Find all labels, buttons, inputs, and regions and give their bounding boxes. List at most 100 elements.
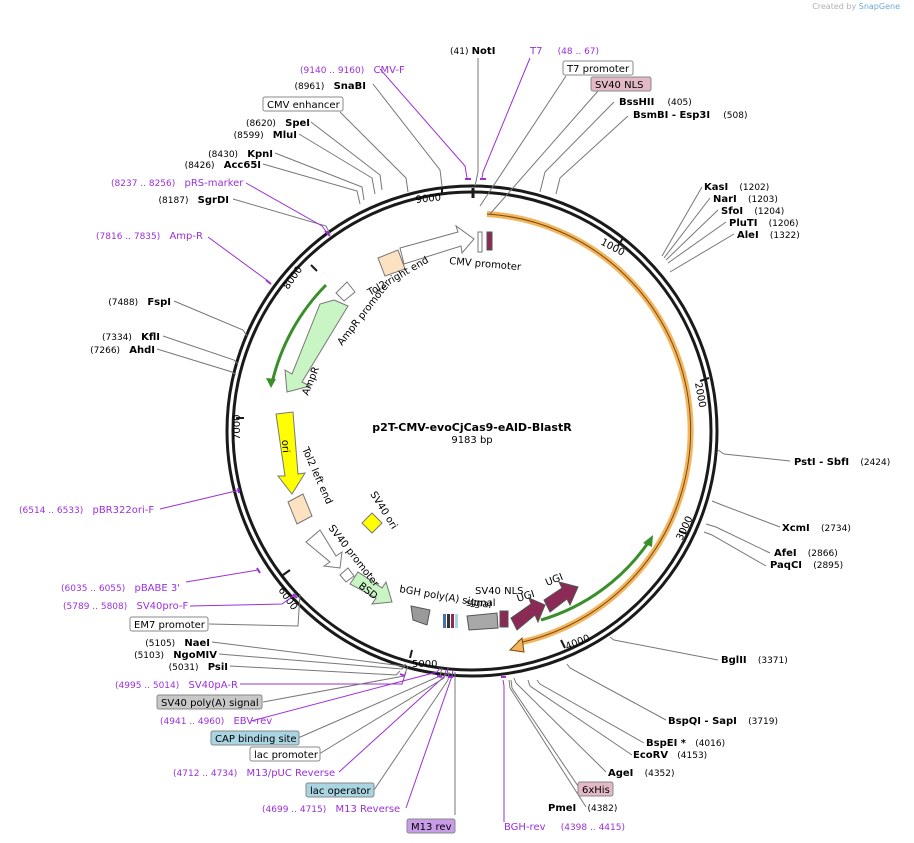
ruler-label: 2000 [692, 382, 707, 409]
enzyme-label: (8961) SnaBI [294, 81, 366, 92]
sv40-promoter-feature [305, 529, 343, 569]
ruler-label: 5000 [412, 659, 437, 670]
ruler-label: 7000 [232, 415, 243, 440]
box-cmv-enhancer: CMV enhancer [262, 96, 344, 112]
ori-feature [275, 411, 306, 495]
box-sv40-nls: SV40 NLS [590, 76, 652, 92]
primer-label: (4995 .. 5014) SV40pA-R [115, 680, 238, 691]
enzyme-label: (8426) Acc65I [185, 160, 261, 171]
enzyme-label: (5105) NaeI [145, 638, 210, 649]
primer-label: (4941 .. 4960) EBV-rev [160, 716, 272, 727]
enzyme-label: XcmI (2734) [782, 523, 851, 534]
svg-text:lac promoter: lac promoter [254, 750, 319, 761]
box-lac-operator: lac operator [305, 782, 375, 798]
enzyme-label: PstI - SbfI (2424) [794, 457, 890, 468]
ruler-label: 9000 [415, 192, 441, 206]
primer-label: (5789 .. 5808) SV40pro-F [63, 601, 189, 612]
green-arc-left-head [266, 378, 276, 388]
inner-label-cmv-promoter: CMV promoter [449, 256, 523, 273]
enzyme-label: SfoI (1204) [721, 206, 784, 217]
enzyme-label: BsmBI - Esp3I (508) [633, 110, 747, 121]
green-arc-right [540, 539, 652, 622]
svg-text:CAP binding site: CAP binding site [215, 734, 297, 745]
enzyme-label: PluTI (1206) [729, 218, 799, 229]
tol2-right-end-feature [377, 224, 475, 277]
primer-label: T7 (48 .. 67) [529, 46, 599, 57]
svg-text:T7 promoter: T7 promoter [566, 64, 630, 75]
bsd-feature [349, 571, 393, 605]
svg-text:EM7 promoter: EM7 promoter [134, 620, 206, 631]
svg-text:SV40 poly(A) signal: SV40 poly(A) signal [161, 698, 259, 709]
plasmid-name: p2T-CMV-evoCjCas9-eAID-BlastR [372, 421, 572, 434]
enzyme-label: AgeI (4352) [608, 768, 675, 779]
box-sv40-polya: SV40 poly(A) signal [156, 694, 263, 710]
inner-label-sv40-nls: SV40 NLS [475, 586, 524, 597]
inner-label-ugi-1: UGI [516, 589, 537, 605]
enzyme-label: (7488) FspI [108, 297, 171, 308]
primer-label: (6035 .. 6055) pBABE 3' [61, 583, 180, 594]
plasmid-size: 9183 bp [451, 435, 492, 446]
enzyme-label: PaqCI (2895) [770, 560, 843, 571]
enzyme-label: (7334) KflI [102, 332, 160, 343]
primer-label: (4712 .. 4734) M13/pUC Reverse [173, 768, 335, 779]
box-lac-promoter: lac promoter [249, 746, 321, 762]
bgh-polya-feature [410, 605, 431, 626]
created-by-credit: Created by SnapGene [812, 2, 900, 11]
enzyme-labels-right: (41) NotI BssHII (405) BsmBI - Esp3I (50… [450, 46, 890, 814]
inner-label-ori: ori [279, 439, 291, 453]
enzyme-label: (7266) AhdI [90, 345, 155, 356]
primer-labels: (9140 .. 9160) CMV-F T7 (48 .. 67) (8237… [19, 46, 625, 833]
feature-leader-lines [208, 75, 599, 815]
box-m13-rev: M13 rev [406, 818, 456, 834]
primer-label: (4699 .. 4715) M13 Reverse [262, 804, 400, 815]
primer-label: (8237 .. 8256) pRS-marker [111, 178, 244, 189]
green-arc-right-head [643, 535, 653, 547]
svg-text:lac operator: lac operator [310, 786, 371, 797]
box-t7-promoter: T7 promoter [562, 60, 634, 76]
box-6xhis: 6xHis [577, 781, 614, 797]
svg-text:SV40 NLS: SV40 NLS [595, 80, 644, 91]
primer-label: (6514 .. 6533) pBR322ori-F [19, 505, 154, 516]
enzyme-label: (41) NotI [450, 46, 495, 57]
enzyme-label: EcoRV (4153) [633, 750, 707, 761]
ruler-label: 8000 [281, 265, 305, 292]
enzyme-label: BspQI - SapI (3719) [668, 716, 778, 727]
enzyme-labels-left: (8961) SnaBI (8620) SpeI (8599) MluI (84… [90, 81, 366, 673]
primer-label: (9140 .. 9160) CMV-F [300, 65, 405, 76]
enzyme-label: (8620) SpeI [246, 118, 310, 129]
enzyme-leader-lines [156, 58, 791, 808]
enzyme-label: BspEI * (4016) [646, 738, 725, 749]
enzyme-label: (5031) PsiI [169, 662, 228, 673]
ampr-feature [284, 299, 349, 393]
green-arc-left [270, 283, 328, 384]
ampr-promoter-feature [335, 281, 356, 302]
sv40-polya-feature [466, 612, 499, 631]
cas9-feature-inner [486, 213, 692, 644]
box-em7-promoter: EM7 promoter [129, 616, 209, 632]
enzyme-label: NarI (1203) [713, 194, 778, 205]
enzyme-label: AleI (1322) [737, 230, 800, 241]
backbone-outer [225, 184, 719, 678]
enzyme-label: (8599) MluI [234, 130, 297, 141]
svg-text:6xHis: 6xHis [582, 785, 610, 796]
primer-label: (7816 .. 7835) Amp-R [96, 231, 203, 242]
enzyme-label: (5103) NgoMIV [134, 650, 217, 661]
inner-label-signal: signal [466, 598, 496, 609]
primer-label: BGH-rev (4398 .. 4415) [504, 822, 625, 833]
enzyme-label: BglII (3371) [721, 655, 788, 666]
cmv-promoter-feature [477, 231, 493, 253]
enzyme-label: PmeI (4382) [548, 803, 617, 814]
box-cap-binding-site: CAP binding site [210, 730, 300, 746]
tol2-left-end-feature [287, 493, 313, 525]
sv40-nls-feature [499, 610, 509, 628]
enzyme-label: (8430) KpnI [208, 149, 273, 160]
ugi-feature-1 [510, 597, 546, 631]
sv40-ori-feature [361, 512, 383, 534]
ugi-feature-2 [543, 581, 579, 613]
primer-ticks [237, 178, 506, 678]
enzyme-label: AfeI (2866) [774, 548, 838, 559]
svg-text:M13 rev: M13 rev [411, 822, 452, 833]
enzyme-label: (8187) SgrDI [159, 195, 229, 206]
svg-text:CMV enhancer: CMV enhancer [267, 100, 341, 111]
